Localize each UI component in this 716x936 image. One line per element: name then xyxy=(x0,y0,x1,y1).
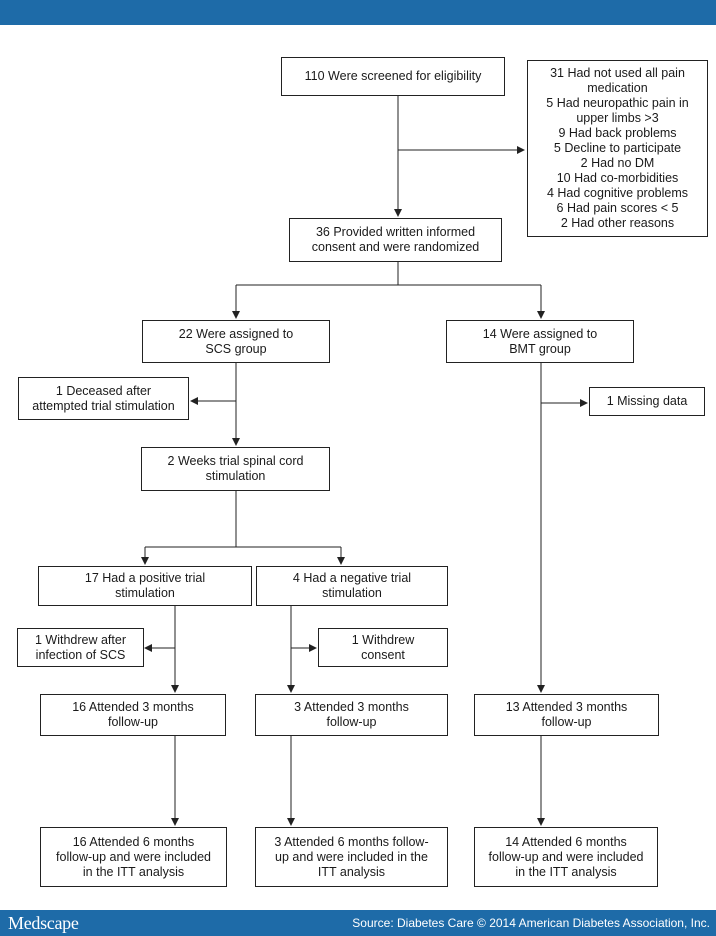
box-bmt-missing: 1 Missing data xyxy=(589,387,705,416)
box-positive-trial: 17 Had a positive trial stimulation xyxy=(38,566,252,606)
medscape-logo[interactable]: Medscape xyxy=(8,913,79,933)
footer-bar: Medscape Source: Diabetes Care © 2014 Am… xyxy=(0,910,716,936)
box-positive-6-months: 16 Attended 6 months follow-up and were … xyxy=(40,827,227,887)
header-bar xyxy=(0,0,716,25)
box-negative-6-months: 3 Attended 6 months follow- up and were … xyxy=(255,827,448,887)
box-positive-3-months: 16 Attended 3 months follow-up xyxy=(40,694,226,736)
source-credit: Source: Diabetes Care © 2014 American Di… xyxy=(352,916,710,930)
box-scs-group: 22 Were assigned to SCS group xyxy=(142,320,330,363)
box-trial-stimulation: 2 Weeks trial spinal cord stimulation xyxy=(141,447,330,491)
box-bmt-3-months: 13 Attended 3 months follow-up xyxy=(474,694,659,736)
box-positive-withdrew: 1 Withdrew after infection of SCS xyxy=(17,628,144,667)
box-randomized: 36 Provided written informed consent and… xyxy=(289,218,502,262)
box-negative-withdrew: 1 Withdrew consent xyxy=(318,628,448,667)
box-scs-deceased: 1 Deceased after attempted trial stimula… xyxy=(18,377,189,420)
box-excluded-reasons: 31 Had not used all pain medication 5 Ha… xyxy=(527,60,708,237)
box-screened: 110 Were screened for eligibility xyxy=(281,57,505,96)
box-negative-3-months: 3 Attended 3 months follow-up xyxy=(255,694,448,736)
box-negative-trial: 4 Had a negative trial stimulation xyxy=(256,566,448,606)
box-bmt-6-months: 14 Attended 6 months follow-up and were … xyxy=(474,827,658,887)
box-bmt-group: 14 Were assigned to BMT group xyxy=(446,320,634,363)
